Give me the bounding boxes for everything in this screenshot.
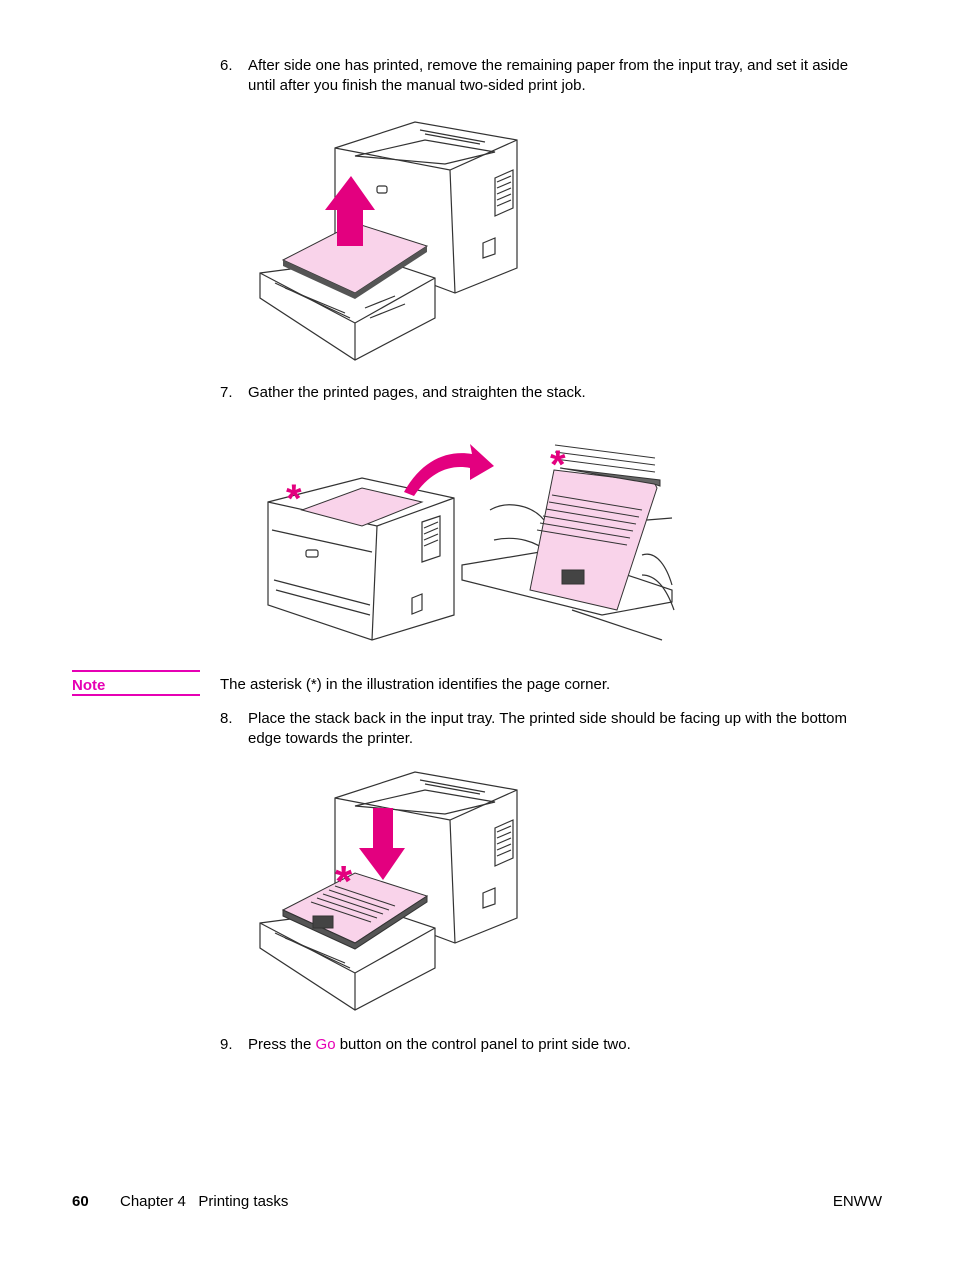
step-8: 8. Place the stack back in the input tra… xyxy=(220,709,870,749)
footer-right: ENWW xyxy=(832,1193,882,1210)
go-button-reference: Go xyxy=(315,1036,336,1053)
step-number: 8. xyxy=(220,710,233,727)
step-7: 7. Gather the printed pages, and straigh… xyxy=(220,383,870,403)
step-6: 6. After side one has printed, remove th… xyxy=(220,56,870,96)
figure-remove-paper xyxy=(259,121,518,361)
step-text: Gather the printed pages, and straighten… xyxy=(248,384,586,401)
asterisk-mark: * xyxy=(335,857,353,906)
step-9: 9. Press the Go button on the control pa… xyxy=(220,1035,870,1055)
note-label: Note xyxy=(72,670,200,696)
step-text-before: Press the xyxy=(248,1036,316,1053)
step-text: Place the stack back in the input tray. … xyxy=(248,710,847,747)
step-number: 6. xyxy=(220,57,233,74)
step-text: Press the Go button on the control panel… xyxy=(248,1035,870,1055)
note-label-text: Note xyxy=(72,677,106,694)
asterisk-mark: * xyxy=(550,443,566,487)
page-number: 60 xyxy=(72,1193,89,1210)
step-text-after: button on the control panel to print sid… xyxy=(335,1036,631,1053)
curved-arrow-icon xyxy=(404,444,494,496)
step-number: 7. xyxy=(220,384,233,401)
asterisk-mark: * xyxy=(286,477,302,521)
step-text: After side one has printed, remove the r… xyxy=(248,57,849,94)
step-number: 9. xyxy=(220,1036,233,1053)
up-arrow-icon xyxy=(325,176,375,246)
figure-place-stack: * xyxy=(259,771,518,1011)
down-arrow-icon xyxy=(359,808,405,880)
chapter-title: Chapter 4 Printing tasks xyxy=(120,1193,289,1210)
figure-straighten-stack: * * xyxy=(267,443,675,641)
paper-stack xyxy=(281,222,429,299)
note-text: The asterisk (*) in the illustration ide… xyxy=(220,676,611,693)
